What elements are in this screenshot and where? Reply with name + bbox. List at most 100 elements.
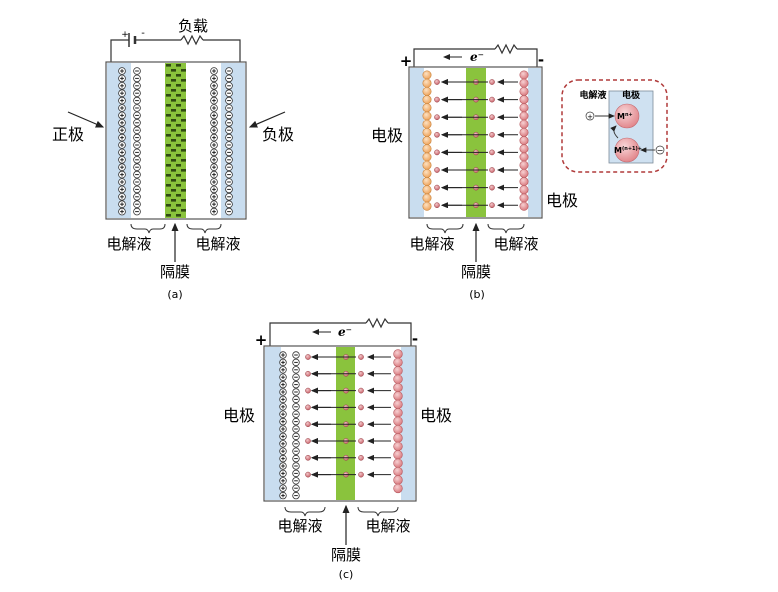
adsorbed-ion bbox=[393, 450, 403, 460]
adsorbed-ion bbox=[422, 168, 432, 178]
inset-ion-top-label: Mn+ bbox=[617, 112, 633, 121]
separator-pattern-cell bbox=[181, 179, 186, 182]
inset-electron bbox=[655, 145, 665, 155]
panel-a-right-negative-charges bbox=[225, 67, 233, 216]
migrating-ion bbox=[358, 404, 364, 411]
inset-reaction-arrow bbox=[610, 125, 619, 139]
panel-c-plus-terminal: + bbox=[255, 331, 268, 349]
separator-pattern-cell bbox=[166, 84, 171, 87]
adsorbed-ion bbox=[393, 483, 403, 494]
adsorbed-ion bbox=[422, 152, 432, 162]
separator-pattern-cell bbox=[171, 199, 176, 202]
panel-c-separator-label: 隔膜 bbox=[331, 546, 361, 564]
panel-a-separator-label: 隔膜 bbox=[160, 263, 190, 281]
separator-pattern-cell bbox=[181, 209, 186, 212]
adsorbed-ion bbox=[519, 201, 529, 211]
migrating-ion bbox=[434, 114, 440, 121]
separator-pattern-cell bbox=[181, 99, 186, 102]
migrating-ion bbox=[358, 454, 364, 461]
panel-c-resistor bbox=[365, 317, 389, 329]
migrating-ion bbox=[489, 202, 495, 209]
adsorbed-ion bbox=[393, 475, 403, 485]
panel-b-separator bbox=[466, 68, 486, 217]
adsorbed-ion bbox=[519, 127, 529, 137]
migrating-ion bbox=[305, 438, 311, 444]
panel-a-right-electrode bbox=[221, 63, 245, 218]
panel-a-electrolyte-left: 电解液 bbox=[106, 235, 151, 253]
adsorbed-ion bbox=[422, 185, 432, 195]
panel-b-circuit: e⁻ + - bbox=[400, 43, 544, 70]
battery-plus-sign: + bbox=[121, 30, 129, 40]
battery-minus-sign: - bbox=[141, 28, 145, 39]
separator-pattern-cell bbox=[171, 179, 176, 182]
panel-c-circuit: e⁻ + - bbox=[255, 317, 418, 349]
adsorbed-ion bbox=[393, 399, 403, 410]
separator-pattern-cell bbox=[181, 149, 186, 152]
migrating-ion bbox=[305, 471, 311, 478]
panel-c-minus-terminal: - bbox=[412, 330, 418, 348]
adsorbed-ion bbox=[422, 70, 432, 80]
separator-pattern-cell bbox=[181, 129, 186, 132]
panel-b-right-electrode-label: 电极 bbox=[546, 191, 578, 210]
adsorbed-ion bbox=[519, 160, 529, 170]
adsorbed-ion bbox=[519, 168, 529, 178]
separator-pattern-cell bbox=[176, 134, 181, 137]
panel-a-caption: (a) bbox=[167, 288, 182, 301]
separator-pattern-cell bbox=[166, 164, 171, 167]
migrating-ion bbox=[489, 149, 495, 156]
inset-minus-sign: − bbox=[657, 146, 664, 155]
panel-c-caption: (c) bbox=[339, 568, 354, 581]
adsorbed-ion bbox=[393, 382, 403, 393]
panel-c-right-electrode bbox=[401, 347, 415, 500]
migrating-ion bbox=[434, 131, 440, 138]
adsorbed-ion bbox=[519, 185, 529, 195]
migrating-ion bbox=[305, 370, 311, 377]
panel-b-plus-terminal: + bbox=[400, 52, 413, 70]
migrating-ion bbox=[305, 404, 311, 411]
separator-pattern-cell bbox=[181, 69, 186, 72]
adsorbed-ion bbox=[393, 433, 403, 443]
panel-a-left-negative-ions bbox=[133, 67, 141, 216]
separator-pattern-cell bbox=[166, 194, 171, 197]
separator-pattern-cell bbox=[166, 174, 171, 177]
adsorbed-ion bbox=[519, 70, 529, 80]
adsorbed-ion bbox=[393, 441, 403, 452]
panel-b-right-adsorbed-ions bbox=[519, 70, 529, 211]
migrating-ion bbox=[358, 387, 364, 394]
separator-pattern-cell bbox=[166, 64, 171, 67]
separator-pattern-cell bbox=[166, 74, 171, 77]
separator-pattern-cell bbox=[171, 209, 176, 212]
panel-c-left-positive-charges bbox=[279, 351, 287, 500]
separator-pattern-cell bbox=[181, 159, 186, 162]
separator-pattern-cell bbox=[176, 64, 181, 67]
separator-pattern-cell bbox=[181, 79, 186, 82]
separator-pattern-cell bbox=[171, 99, 176, 102]
separator-pattern-cell bbox=[171, 69, 176, 72]
adsorbed-ion bbox=[422, 201, 432, 211]
panel-c-electrolyte-left: 电解液 bbox=[277, 517, 322, 535]
panel-a-separator-pattern bbox=[166, 64, 186, 217]
panel-b-separator-label: 隔膜 bbox=[461, 263, 491, 281]
separator-pattern-cell bbox=[181, 139, 186, 142]
panel-b-inset: 电解液 电极 Mn+ M(n+1)+ + − bbox=[561, 79, 668, 173]
panel-b-right-electrode bbox=[528, 68, 541, 217]
migrating-ion bbox=[358, 370, 364, 377]
panel-a-right-positive-ions bbox=[210, 67, 218, 216]
migrating-ion bbox=[489, 79, 495, 85]
adsorbed-ion bbox=[422, 95, 432, 105]
separator-pattern-cell bbox=[171, 149, 176, 152]
adsorbed-ion bbox=[519, 144, 529, 154]
adsorbed-ion bbox=[519, 152, 529, 162]
panel-a-negative-pole-label: 负极 bbox=[262, 125, 294, 144]
panel-a-right-brace bbox=[186, 223, 222, 234]
separator-pattern-cell bbox=[166, 144, 171, 147]
panel-b-left-adsorbed-ions bbox=[422, 70, 432, 211]
adsorbed-ion bbox=[519, 193, 529, 203]
separator-pattern-cell bbox=[176, 174, 181, 177]
separator-pattern-cell bbox=[176, 74, 181, 77]
separator-pattern-cell bbox=[171, 189, 176, 192]
separator-pattern-cell bbox=[166, 114, 171, 117]
panel-c-right-adsorbed-ions bbox=[393, 349, 403, 494]
panel-a-left-brace bbox=[130, 223, 166, 234]
